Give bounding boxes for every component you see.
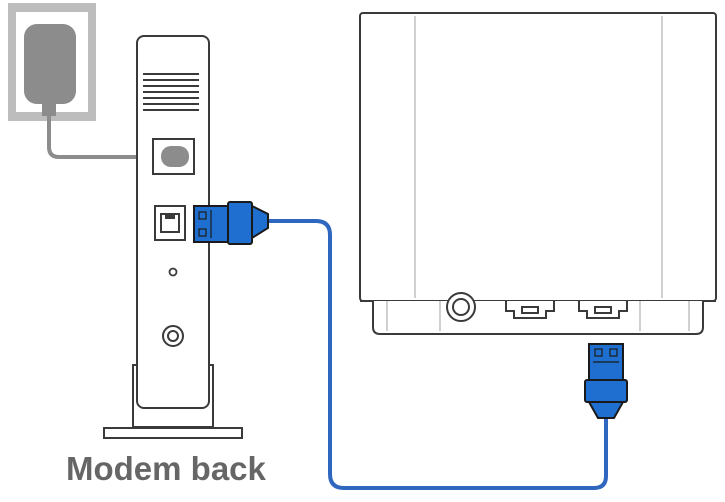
modem-reset-hole (168, 267, 178, 277)
router-port-2 (578, 301, 628, 319)
ethernet-cable (268, 219, 608, 490)
router-port-1 (505, 301, 555, 319)
modem-vents (143, 73, 199, 111)
adapter-neck (42, 102, 56, 116)
modem-icon (103, 35, 243, 439)
modem-coax-inner (167, 330, 179, 342)
modem-base (103, 427, 243, 439)
modem-power-plug (161, 146, 189, 167)
power-cable (47, 112, 164, 159)
router-icon (359, 12, 717, 335)
ethernet-port-icon (154, 205, 186, 241)
modem-caption: Modem back (66, 450, 266, 487)
ethernet-plug-icon (193, 201, 269, 245)
ethernet-plug-icon (584, 343, 628, 419)
adapter-body (24, 24, 76, 104)
power-adapter-icon (8, 3, 96, 121)
